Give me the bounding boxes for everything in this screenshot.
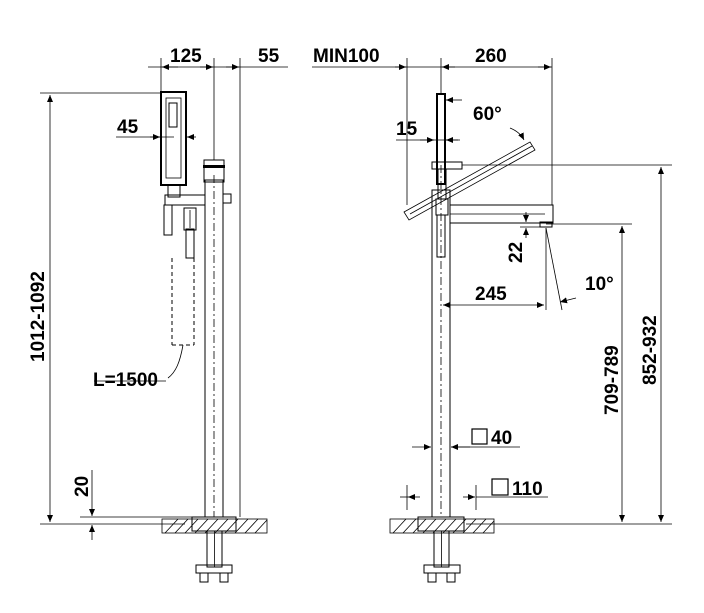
dim-22-label: 22 xyxy=(506,242,527,263)
left-hose xyxy=(171,258,195,346)
dim-852-932 xyxy=(462,164,672,525)
right-handshower xyxy=(431,93,463,258)
dim-125-label: 125 xyxy=(170,46,202,67)
left-knob xyxy=(222,193,232,204)
dim-square-40-label: 40 xyxy=(491,428,512,449)
dim-709-789 xyxy=(546,223,632,522)
dim-20 xyxy=(80,470,192,540)
dim-15-label: 15 xyxy=(396,119,418,140)
dim-square-110-label: 110 xyxy=(512,479,543,500)
dim-125-55 xyxy=(148,58,288,517)
dim-22 xyxy=(520,212,540,238)
left-view: 125 55 45 1012-1092 20 L=1500 xyxy=(28,46,288,583)
dim-10-label: 10° xyxy=(585,274,614,295)
dim-245-label: 245 xyxy=(475,284,507,305)
dim-709-label: 709-789 xyxy=(602,345,623,415)
right-handshower-tilted xyxy=(403,141,536,221)
dim-square-110 xyxy=(400,478,548,510)
dim-45-label: 45 xyxy=(117,117,139,138)
dim-square-40 xyxy=(412,428,520,450)
right-column-pipe xyxy=(431,189,451,518)
dim-55-label: 55 xyxy=(258,46,280,67)
right-fixing xyxy=(423,530,461,583)
dim-1012-label: 1012-1092 xyxy=(28,271,49,362)
right-spout xyxy=(449,204,554,228)
dim-852-label: 852-932 xyxy=(640,315,661,385)
dim-20-label: 20 xyxy=(72,476,93,497)
right-view: MIN100 260 60° 15 22 245 10° xyxy=(312,46,672,583)
left-handshower xyxy=(160,91,187,186)
hose-length-label: L=1500 xyxy=(93,370,158,391)
dim-260-label: 260 xyxy=(475,46,507,67)
dim-245 xyxy=(443,227,563,311)
left-fixing xyxy=(195,530,233,583)
dim-1012-1092 xyxy=(40,92,185,525)
dim-min100-260 xyxy=(312,58,553,205)
dim-min100-label: MIN100 xyxy=(313,46,380,67)
dim-60-label: 60° xyxy=(473,104,502,125)
